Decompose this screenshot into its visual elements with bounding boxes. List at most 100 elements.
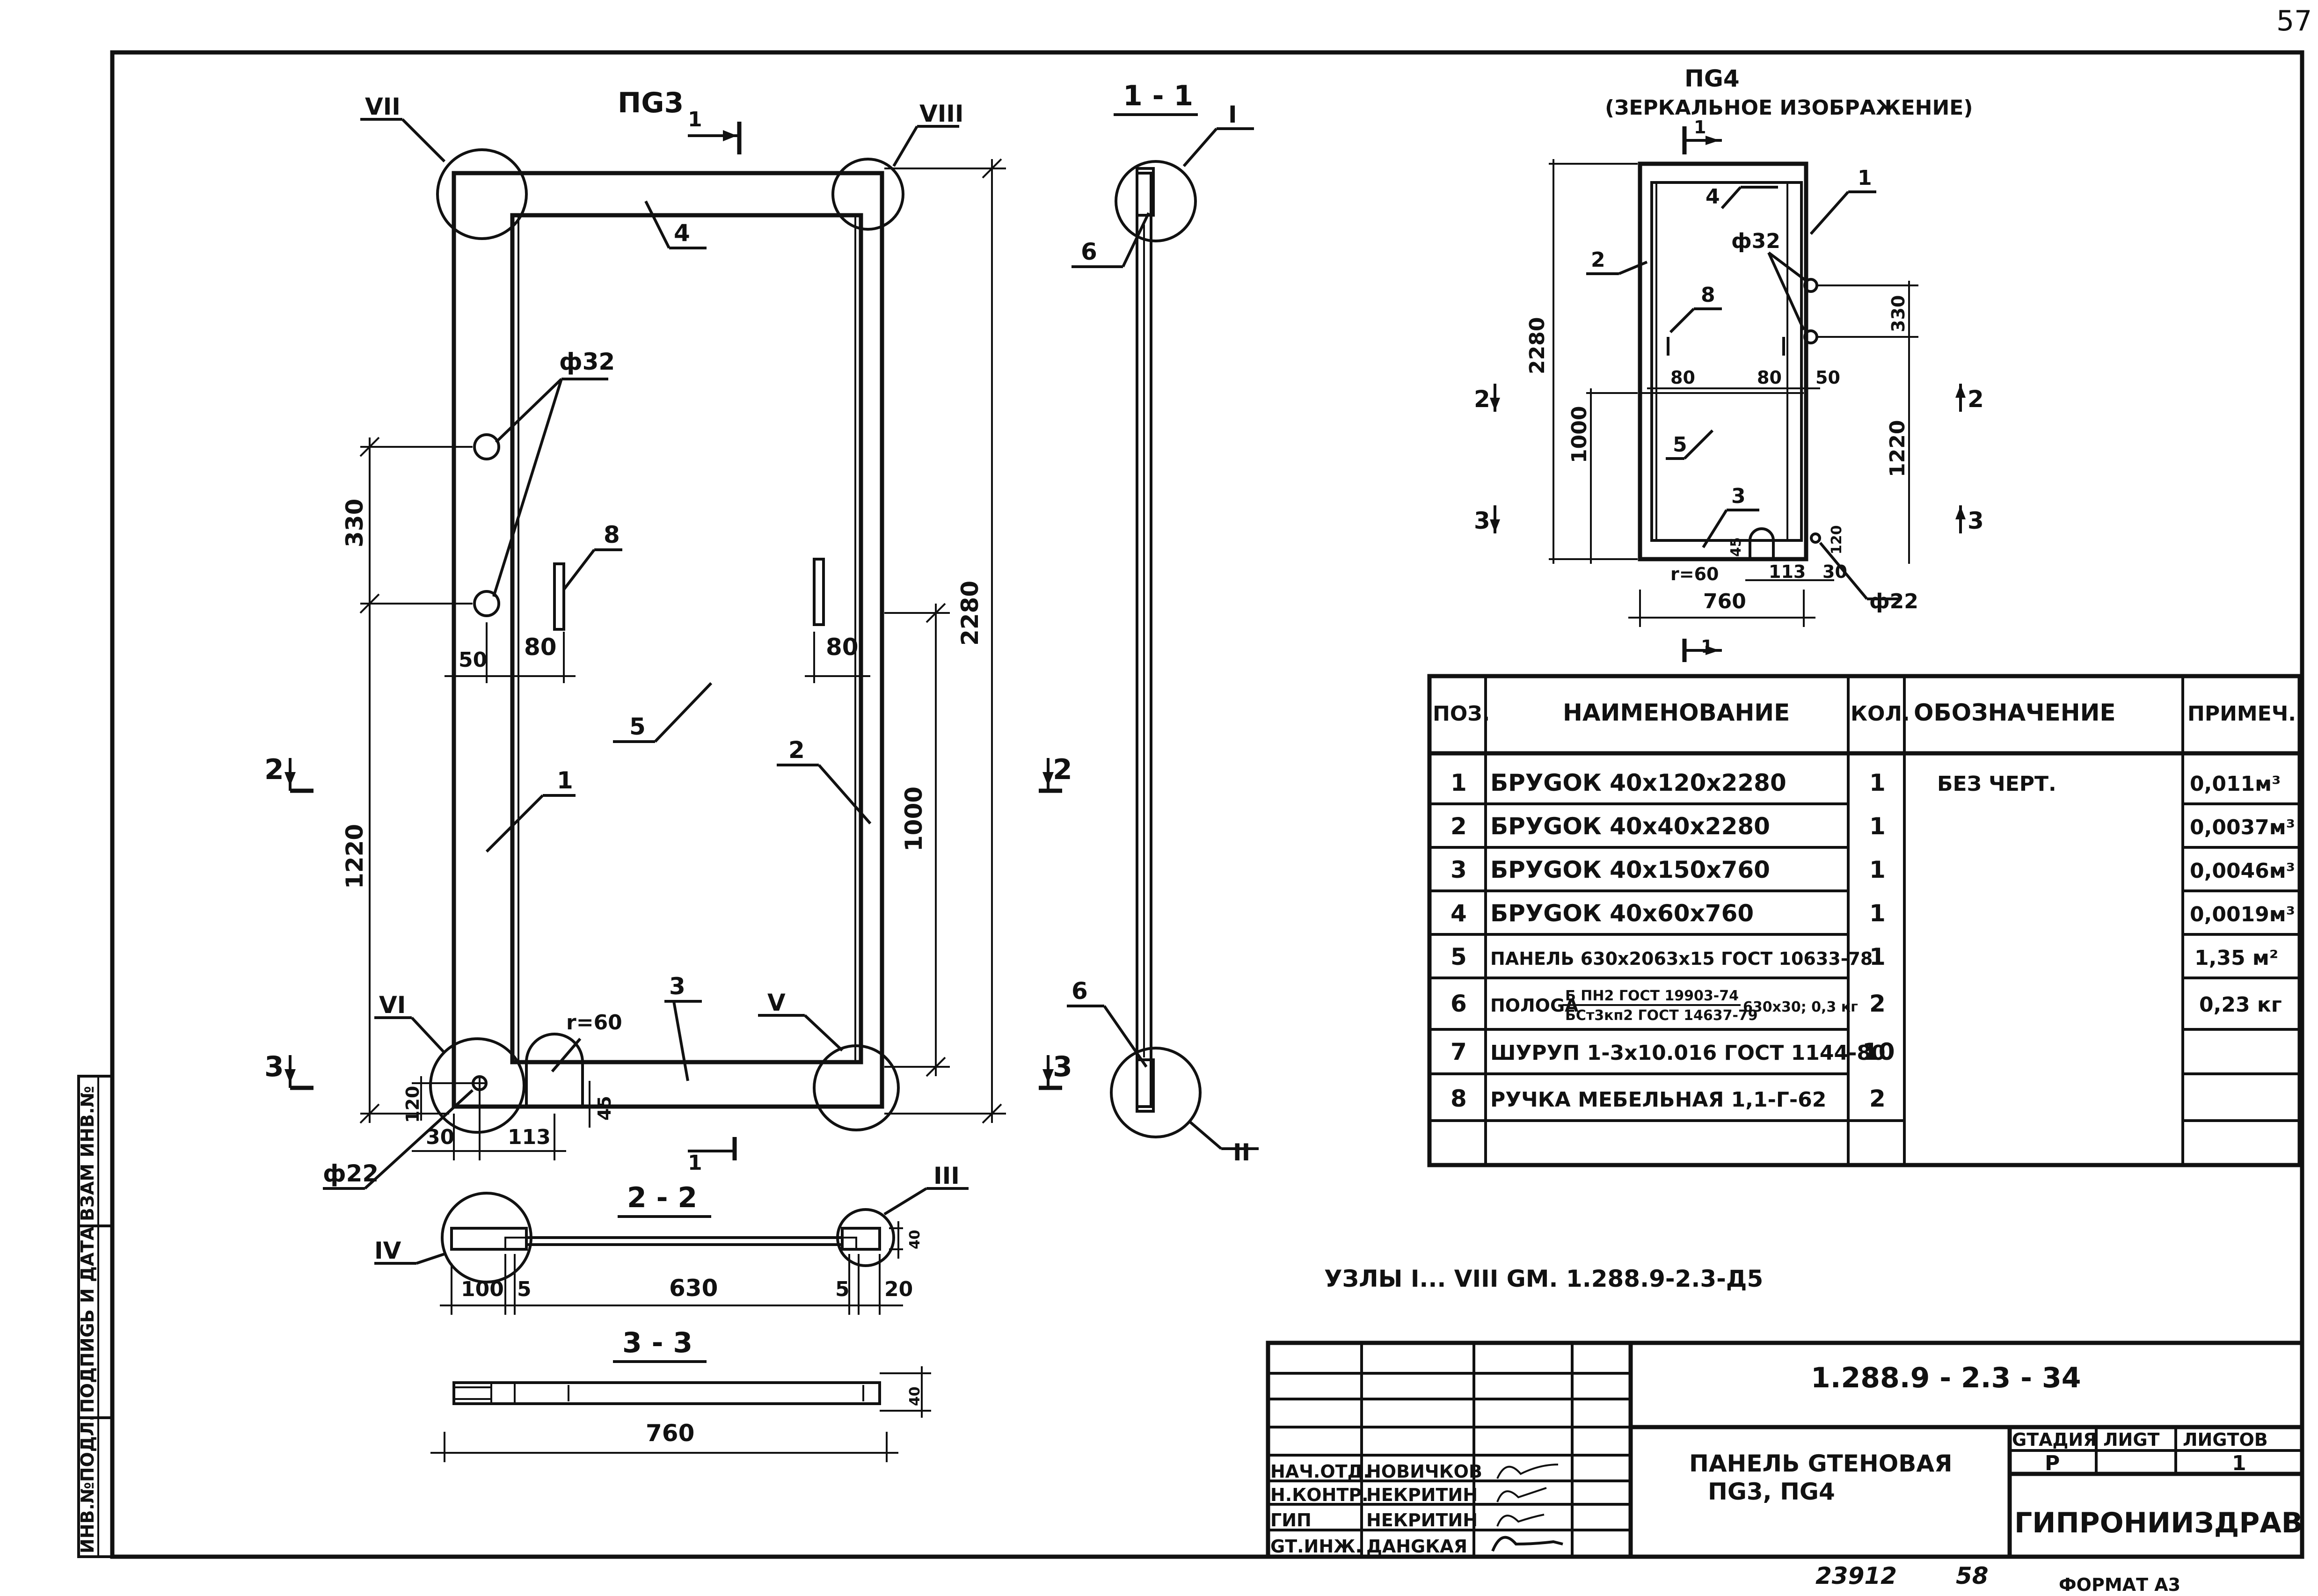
section-2-2-node-iii-circle: [836, 1208, 895, 1267]
spec-row-note: 0,011м³: [2190, 772, 2281, 796]
spec-row: 6 ПОЛОGА Б ПН2 ГОСТ 19903-74 БСт3кп2 ГОС…: [1451, 988, 2282, 1024]
spec-row-pos: 8: [1451, 1085, 1467, 1112]
spec-row-name: БРУGОК 40x60x760: [1490, 900, 1754, 927]
pg3-node-vii-circle: [436, 148, 528, 240]
spec-row-qty: 2: [1869, 990, 1886, 1017]
pg3-radius-label: r=60: [566, 1011, 622, 1035]
pg3-dim-80-left: 80: [524, 634, 557, 661]
staff-name: НЕКРИТИН: [1366, 1510, 1478, 1530]
pg3-dim-30: 30: [426, 1125, 454, 1149]
spec-row-pos: 1: [1451, 769, 1467, 796]
staff-role: GТ.ИНЖ.: [1270, 1536, 1362, 1557]
title-sheet-header: ЛИGТ: [2103, 1429, 2160, 1450]
pg4-hole-22: [1810, 532, 1821, 544]
pg3-node-vi: VI: [379, 991, 406, 1019]
pg3-pos-5: 5: [629, 713, 646, 740]
pg3-node-viii: VIII: [919, 100, 964, 127]
side-stamp: ИНВ.№ПОДЛ. ПОДПИGЬ И ДАТА ВЗАМ ИНВ.№: [77, 1075, 114, 1558]
bottom-format: ФОРМАТ А3: [2059, 1574, 2180, 1595]
pg3-node-viii-circle: [831, 158, 904, 231]
title-stage-value: Р: [2045, 1451, 2060, 1475]
pg3-dim-2280: 2280: [956, 581, 984, 646]
pg3-handle-right: [813, 558, 825, 626]
pg4-pos-5: 5: [1673, 433, 1687, 457]
section-1-1-node-ii-circle: [1110, 1047, 1202, 1138]
pg4-elevation: ПG4 (ЗЕРКАЛЬНОЕ ИЗОБРАЖЕНИЕ) 1 4 1 2 8 5…: [1474, 65, 1984, 662]
spec-table: ПОЗ. НАИМЕНОВАНИЕ КОЛ. ОБОЗНАЧЕНИЕ ПРИМЕ…: [1427, 674, 2302, 1167]
title-stage-header: GТАДИЯ: [2012, 1429, 2097, 1450]
pg4-dim-80-left: 80: [1670, 367, 1695, 388]
pg3-cut-2-right: 2: [1053, 753, 1072, 786]
spec-row-pos: 4: [1451, 900, 1467, 927]
pg3-cut-2-left: 2: [264, 753, 284, 786]
side-stamp-inv: ИНВ.№ПОДЛ.: [77, 1414, 98, 1553]
nodes-note: УЗЛЫ I... VIII GМ. 1.288.9-2.3-Д5: [1324, 1265, 1763, 1292]
spec-row-qty: 2: [1869, 1085, 1886, 1112]
spec-row: 8 РУЧКА МЕБЕЛЬНАЯ 1,1-Г-62 2: [1451, 1085, 1886, 1112]
section-2-2-dim-5-left: 5: [517, 1277, 532, 1301]
title-name-line1: ПАНЕЛЬ GТЕНОВАЯ: [1689, 1450, 1953, 1477]
section-2-2-title: 2 - 2: [627, 1181, 697, 1214]
spec-row-qty: 1: [1869, 943, 1886, 970]
bottom-number-2: 58: [1956, 1562, 1989, 1589]
spec-row-designation: БЕЗ ЧЕРТ.: [1937, 772, 2056, 796]
pg4-cut-2-left: 2: [1474, 386, 1490, 413]
section-2-2-dim-630: 630: [669, 1275, 718, 1302]
pg4-dim-760: 760: [1703, 590, 1746, 613]
section-1-1-pos-6-top: 6: [1081, 238, 1097, 265]
staff-role: НАЧ.ОТД.: [1270, 1461, 1370, 1482]
section-1-1-node-i: I: [1228, 101, 1237, 128]
spec-row: 1 БРУGОК 40x120x2280 1 БЕЗ ЧЕРТ. 0,011м³: [1451, 769, 2281, 796]
pg3-pos-1: 1: [557, 767, 573, 794]
pg3-node-vi-circle: [429, 1037, 525, 1134]
pg3-cut-3-right: 3: [1053, 1050, 1072, 1083]
pg3-node-v-circle: [813, 1044, 900, 1131]
pg4-cut-3-left: 3: [1474, 507, 1490, 534]
pg4-dim-45: 45: [1728, 537, 1744, 557]
spec-row-qty: 1: [1869, 813, 1886, 840]
section-2-2: 1 2 - 2 IV III 100 5 630 5 20 40: [374, 1137, 969, 1315]
staff-role: Н.КОНТР.: [1270, 1485, 1369, 1505]
pg3-dim-80-right: 80: [826, 634, 859, 661]
spec-row-qty: 1: [1869, 769, 1886, 796]
spec-header-pos: ПОЗ.: [1433, 702, 1490, 726]
pg4-section-mark-top: 1: [1694, 117, 1706, 138]
spec-row: 3 БРУGОК 40x150x760 1 0,0046м³: [1451, 856, 2295, 883]
spec-row-name: ПАНЕЛЬ 630x2063x15 ГОСТ 10633-78: [1490, 948, 1873, 969]
pg3-dim-330: 330: [341, 499, 368, 547]
pg4-dim-330: 330: [1888, 295, 1909, 332]
pg4-hole22-label: ф22: [1869, 590, 1918, 613]
title-block: 1.288.9 - 2.3 - 34 ПАНЕЛЬ GТЕНОВАЯ ПG3, …: [1266, 1341, 2304, 1559]
title-name-line2: ПG3, ПG4: [1708, 1478, 1835, 1505]
staff-name: НОВИЧКОВ: [1366, 1461, 1482, 1482]
pg4-cut-3-right: 3: [1968, 507, 1984, 534]
title-sheets-header: ЛИGТОВ: [2183, 1429, 2268, 1450]
pg3-hole22-label: ф22: [323, 1160, 379, 1187]
title-code: 1.288.9 - 2.3 - 34: [1811, 1362, 2081, 1394]
pg4-dim-50: 50: [1815, 367, 1840, 388]
spec-row: 2 БРУGОК 40x40x2280 1 0,0037м³: [1451, 813, 2295, 840]
pg4-subtitle: (ЗЕРКАЛЬНОЕ ИЗОБРАЖЕНИЕ): [1605, 96, 1973, 120]
pg3-title: ПG3: [618, 87, 684, 119]
spec-row-name-tail: 630x30; 0,3 кг: [1743, 999, 1858, 1015]
spec-row-pos: 7: [1451, 1038, 1467, 1065]
spec-row-note: 0,0037м³: [2190, 816, 2295, 839]
section-3-3-dim-760: 760: [646, 1420, 694, 1447]
staff-name: НЕКРИТИН: [1366, 1485, 1478, 1505]
pg3-dim-1220: 1220: [341, 824, 368, 889]
pg3-pos-3: 3: [669, 973, 685, 1000]
pg4-pos-4: 4: [1706, 185, 1720, 209]
spec-row-qty: 1: [1869, 856, 1886, 883]
pg4-pos-1: 1: [1858, 166, 1872, 190]
pg4-dim-2280: 2280: [1525, 317, 1549, 374]
pg4-dim-120: 120: [1829, 525, 1845, 554]
pg4-pos-3: 3: [1731, 484, 1746, 508]
pg4-dim-1000: 1000: [1567, 406, 1591, 463]
section-2-2-dim-100: 100: [461, 1277, 504, 1301]
spec-row-name: РУЧКА МЕБЕЛЬНАЯ 1,1-Г-62: [1490, 1088, 1826, 1112]
section-2-2-dim-20: 20: [884, 1277, 913, 1301]
pg3-hole-32-top: [473, 433, 500, 460]
spec-row-note: 0,0019м³: [2190, 903, 2295, 926]
side-stamp-replace: ВЗАМ ИНВ.№: [77, 1086, 98, 1221]
